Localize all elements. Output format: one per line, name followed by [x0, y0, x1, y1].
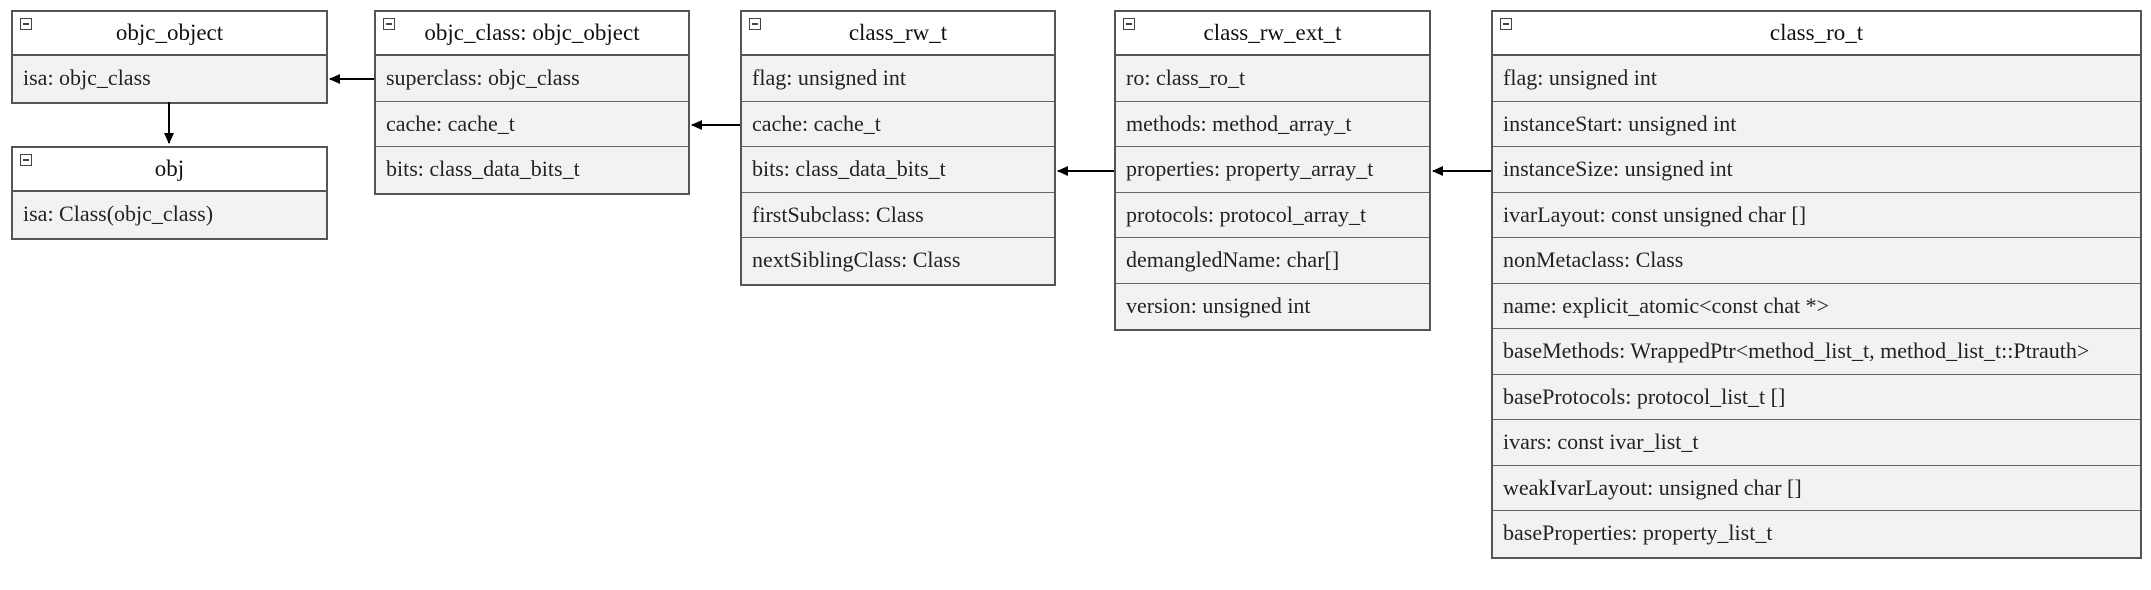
field-row: version: unsigned int	[1116, 283, 1429, 329]
field-row: instanceSize: unsigned int	[1493, 147, 2140, 193]
field-row: protocols: protocol_array_t	[1116, 192, 1429, 238]
field-row: isa: objc_class	[13, 56, 326, 102]
field-row: baseMethods: WrappedPtr<method_list_t, m…	[1493, 329, 2140, 375]
class-header: class_rw_ext_t	[1116, 12, 1429, 56]
field-row: isa: Class(objc_class)	[13, 192, 326, 238]
field-row: weakIvarLayout: unsigned char []	[1493, 465, 2140, 511]
field-row: nonMetaclass: Class	[1493, 238, 2140, 284]
field-row: demangledName: char[]	[1116, 238, 1429, 284]
class-title: objc_class: objc_object	[424, 20, 640, 45]
class-box-class-rw-t[interactable]: class_rw_t flag: unsigned int cache: cac…	[740, 10, 1056, 286]
field-row: superclass: objc_class	[376, 56, 688, 102]
class-box-objc-object[interactable]: objc_object isa: objc_class	[11, 10, 328, 104]
field-row: nextSiblingClass: Class	[742, 238, 1054, 284]
class-box-class-ro-t[interactable]: class_ro_t flag: unsigned int instanceSt…	[1491, 10, 2142, 559]
class-title: objc_object	[115, 20, 224, 45]
class-title: class_rw_ext_t	[1203, 20, 1342, 45]
field-row: ro: class_ro_t	[1116, 56, 1429, 102]
field-row: bits: class_data_bits_t	[376, 147, 688, 193]
collapse-icon[interactable]	[1500, 18, 1512, 30]
collapse-icon[interactable]	[1123, 18, 1135, 30]
field-row: baseProperties: property_list_t	[1493, 511, 2140, 557]
collapse-icon[interactable]	[383, 18, 395, 30]
class-header: objc_class: objc_object	[376, 12, 688, 56]
field-row: flag: unsigned int	[742, 56, 1054, 102]
field-row: ivarLayout: const unsigned char []	[1493, 192, 2140, 238]
collapse-icon[interactable]	[20, 154, 32, 166]
field-row: properties: property_array_t	[1116, 147, 1429, 193]
class-header: objc_object	[13, 12, 326, 56]
field-row: bits: class_data_bits_t	[742, 147, 1054, 193]
field-row: ivars: const ivar_list_t	[1493, 420, 2140, 466]
field-row: name: explicit_atomic<const chat *>	[1493, 283, 2140, 329]
class-header: class_ro_t	[1493, 12, 2140, 56]
class-header: obj	[13, 148, 326, 192]
field-row: flag: unsigned int	[1493, 56, 2140, 102]
field-row: cache: cache_t	[376, 101, 688, 147]
field-row: firstSubclass: Class	[742, 192, 1054, 238]
collapse-icon[interactable]	[749, 18, 761, 30]
field-row: baseProtocols: protocol_list_t []	[1493, 374, 2140, 420]
field-row: methods: method_array_t	[1116, 101, 1429, 147]
class-header: class_rw_t	[742, 12, 1054, 56]
class-box-objc-class[interactable]: objc_class: objc_object superclass: objc…	[374, 10, 690, 195]
field-row: instanceStart: unsigned int	[1493, 101, 2140, 147]
class-title: class_ro_t	[1769, 20, 1864, 45]
collapse-icon[interactable]	[20, 18, 32, 30]
field-row: cache: cache_t	[742, 101, 1054, 147]
class-box-class-rw-ext-t[interactable]: class_rw_ext_t ro: class_ro_t methods: m…	[1114, 10, 1431, 331]
class-title: class_rw_t	[848, 20, 948, 45]
class-title: obj	[154, 156, 185, 181]
class-box-obj[interactable]: obj isa: Class(objc_class)	[11, 146, 328, 240]
